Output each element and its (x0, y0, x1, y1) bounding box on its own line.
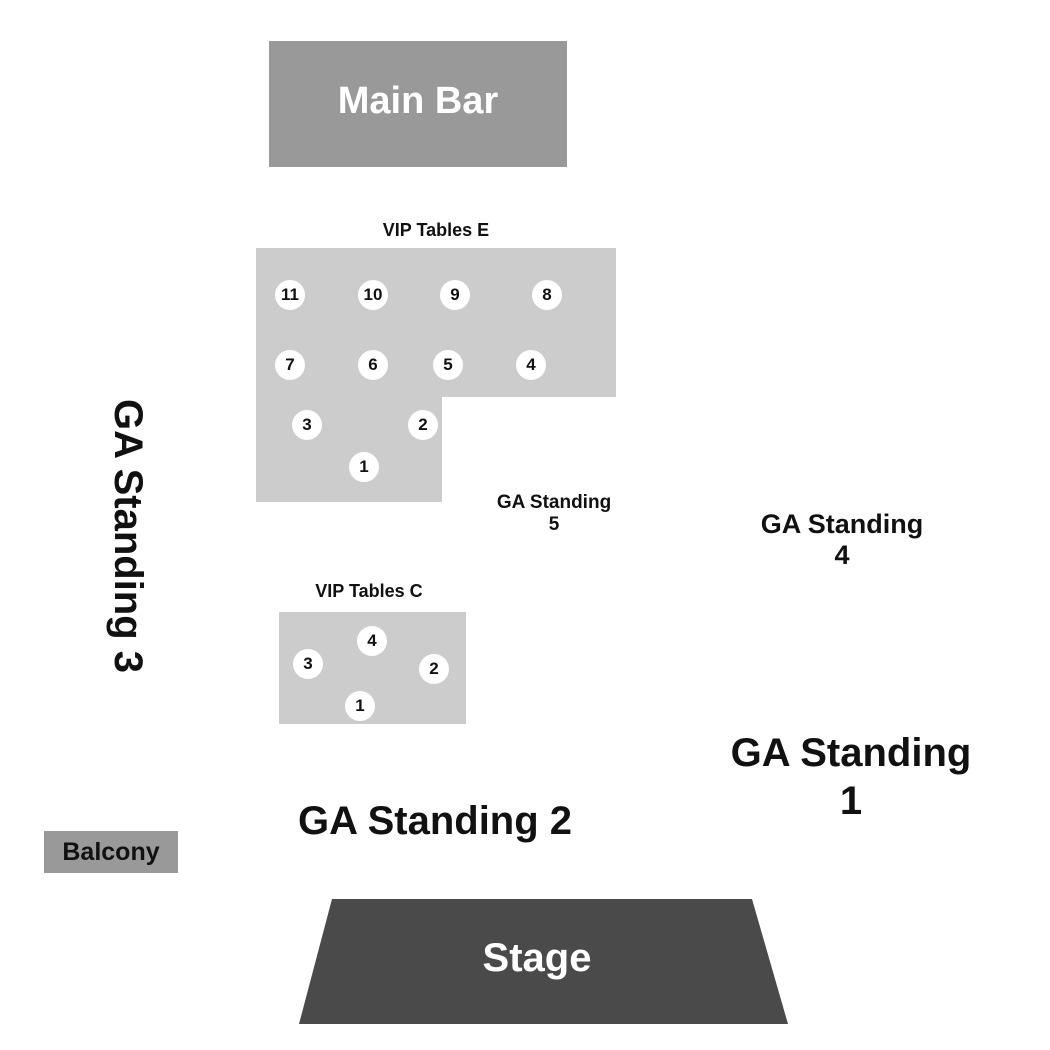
vip-tables-c-title: VIP Tables C (315, 581, 423, 601)
ga-standing-4-line1: GA Standing (760, 509, 924, 539)
vip-e-table-11[interactable]: 11 (275, 280, 305, 310)
ga-standing-2-label[interactable]: GA Standing 2 (297, 799, 573, 843)
vip-e-table-10[interactable]: 10 (358, 280, 388, 310)
ga-standing-1-line2: 1 (839, 779, 863, 823)
balcony-label: Balcony (62, 838, 160, 866)
vip-c-table-2[interactable]: 2 (419, 654, 449, 684)
vip-c-table-1[interactable]: 1 (345, 691, 375, 721)
vip-e-table-6[interactable]: 6 (358, 350, 388, 380)
vip-e-table-7[interactable]: 7 (275, 350, 305, 380)
vip-c-table-4[interactable]: 4 (357, 626, 387, 656)
vip-e-table-2[interactable]: 2 (408, 410, 438, 440)
ga-standing-4-label[interactable]: GA Standing 4 (732, 509, 952, 571)
vip-tables-e-title: VIP Tables E (382, 220, 490, 240)
vip-e-table-4[interactable]: 4 (516, 350, 546, 380)
vip-c-table-3[interactable]: 3 (293, 649, 323, 679)
vip-e-table-9[interactable]: 9 (440, 280, 470, 310)
ga-standing-3-label[interactable]: GA Standing 3 (106, 398, 150, 674)
vip-e-table-8[interactable]: 8 (532, 280, 562, 310)
main-bar-label: Main Bar (337, 80, 499, 122)
ga-standing-1-line1: GA Standing (730, 731, 972, 775)
vip-e-table-5[interactable]: 5 (433, 350, 463, 380)
stage-block (299, 899, 788, 1024)
ga-standing-1-label[interactable]: GA Standing 1 (701, 729, 1001, 825)
ga-standing-5-label[interactable]: GA Standing 5 (474, 492, 634, 536)
balcony-block[interactable] (44, 831, 178, 873)
stage-label: Stage (482, 936, 592, 980)
ga-standing-5-line1: GA Standing (496, 492, 612, 513)
main-bar-block[interactable] (269, 41, 567, 167)
ga-standing-4-line2: 4 (834, 540, 850, 571)
ga-standing-5-line2: 5 (548, 513, 560, 535)
vip-e-table-3[interactable]: 3 (292, 410, 322, 440)
vip-e-table-1[interactable]: 1 (349, 452, 379, 482)
